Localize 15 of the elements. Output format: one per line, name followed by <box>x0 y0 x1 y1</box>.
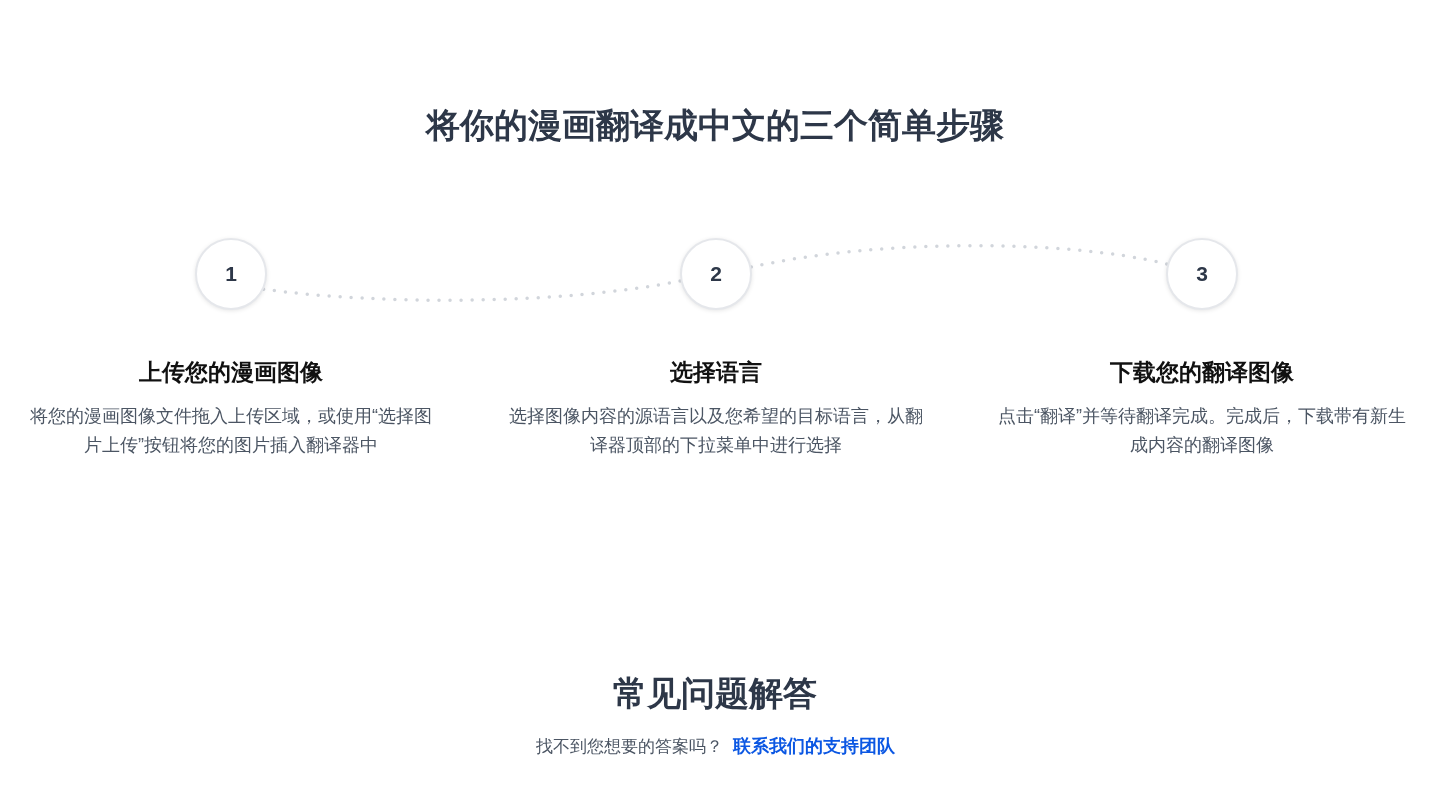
step-description: 选择图像内容的源语言以及您希望的目标语言，从翻译器顶部的下拉菜单中进行选择 <box>508 405 924 457</box>
step-heading: 上传您的漫画图像 <box>138 358 324 387</box>
step-circle: 2 <box>680 238 752 310</box>
step-description: 点击“翻译”并等待翻译完成。完成后，下载带有新生成内容的翻译图像 <box>997 405 1407 457</box>
step-description: 将您的漫画图像文件拖入上传区域，或使用“选择图片上传”按钮将您的图片插入翻译器中 <box>29 405 433 457</box>
step-heading: 选择语言 <box>669 358 763 387</box>
dotted-connector <box>261 279 683 302</box>
section-title: 将你的漫画翻译成中文的三个简单步骤 <box>424 105 1005 146</box>
dotted-connector <box>749 243 1170 269</box>
section-heading: 常见问题解答 <box>612 673 818 714</box>
step-circle: 1 <box>195 238 267 310</box>
step-heading: 下载您的翻译图像 <box>1109 358 1295 387</box>
help-prompt: 找不到您想要的答案吗？ <box>535 737 723 756</box>
support-link: 联系我们的支持团队 <box>732 736 895 756</box>
step-circle: 3 <box>1166 238 1238 310</box>
